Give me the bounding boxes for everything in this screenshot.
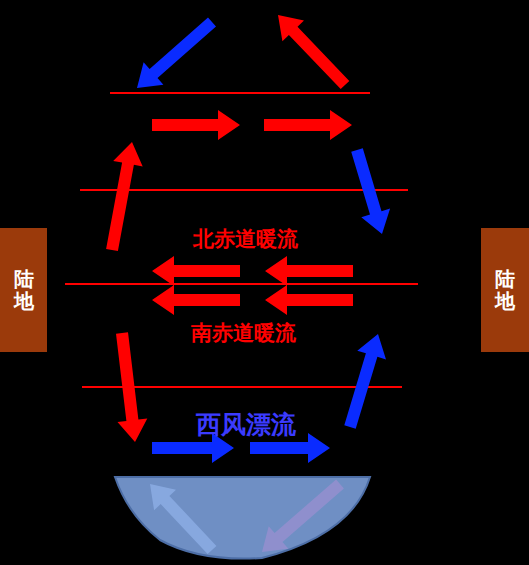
antarctica bbox=[115, 477, 370, 559]
current-name: 北赤道暖流 bbox=[193, 225, 298, 253]
current-name: 西风漂流 bbox=[196, 408, 296, 441]
current-name: 南赤道暖流 bbox=[191, 319, 296, 347]
land-box: 陆地 bbox=[481, 228, 529, 352]
current-arrow bbox=[152, 256, 240, 286]
land-label: 陆地 bbox=[14, 268, 34, 312]
current-arrow bbox=[150, 484, 216, 554]
current-arrow bbox=[265, 285, 353, 315]
latitude-line bbox=[65, 283, 418, 285]
current-arrow bbox=[278, 15, 349, 89]
current-arrow bbox=[351, 148, 390, 234]
current-arrow bbox=[344, 334, 386, 429]
current-arrow bbox=[262, 480, 344, 553]
current-arrow bbox=[106, 142, 143, 251]
current-arrow bbox=[265, 256, 353, 286]
land-label: 陆地 bbox=[495, 268, 515, 312]
current-arrow bbox=[116, 332, 147, 442]
land-box: 陆地 bbox=[0, 228, 47, 352]
current-arrow bbox=[137, 18, 216, 89]
current-arrow bbox=[264, 110, 352, 140]
current-arrow bbox=[152, 110, 240, 140]
latitude-line bbox=[110, 92, 370, 94]
current-arrow bbox=[152, 285, 240, 315]
